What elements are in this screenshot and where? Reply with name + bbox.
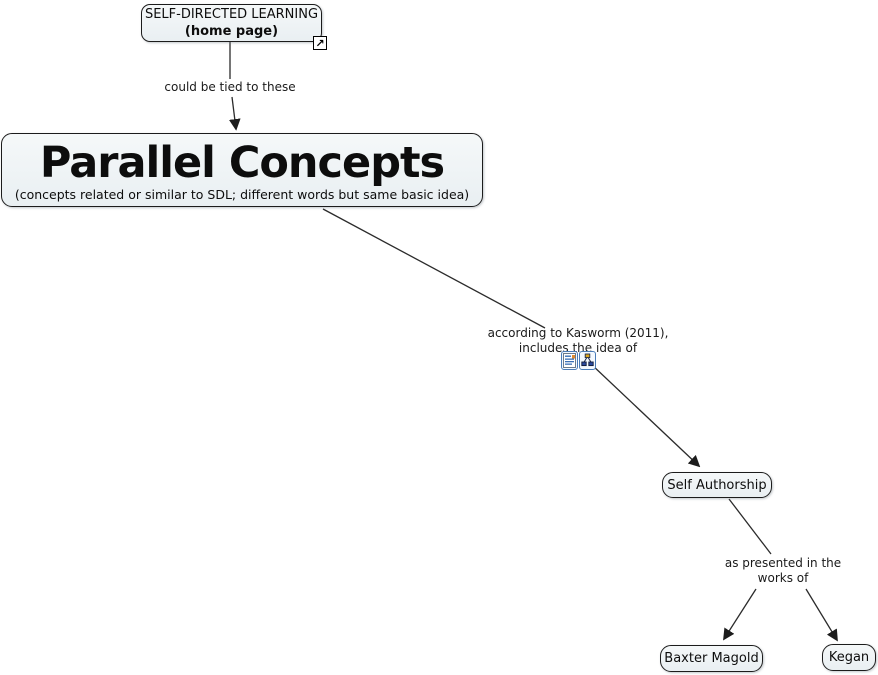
concept-node-baxter-magold[interactable]: Baxter Magold [660,645,763,672]
concept-map-glyph [581,353,594,367]
linking-phrase-line: as presented in the [724,556,842,570]
node-label: Kegan [828,650,870,665]
linking-phrase-could-be-tied[interactable]: could be tied to these [164,80,296,94]
document-resource-icon[interactable] [561,351,578,370]
node-subtitle: (home page) [184,24,279,39]
attached-resources [561,351,596,370]
concept-node-kegan[interactable]: Kegan [822,644,876,671]
node-title: SELF-DIRECTED LEARNING [144,7,319,22]
document-glyph [563,353,576,368]
edge-kasworm-to-selfauth [590,363,701,468]
linking-phrase-line: works of [757,571,809,585]
node-label: Self Authorship [667,477,767,493]
concept-node-sdl-home[interactable]: SELF-DIRECTED LEARNING (home page) [141,4,322,42]
linking-phrase-line: according to Kasworm (2011), [487,326,669,340]
concept-node-self-authorship[interactable]: Self Authorship [662,472,772,498]
node-subtitle: (concepts related or similar to SDL; dif… [14,186,470,202]
edge-works-to-kegan [805,588,838,642]
hyperlink-icon[interactable]: ↗ [313,36,327,50]
linking-phrase-kasworm[interactable]: according to Kasworm (2011), includes th… [488,326,669,356]
concept-map-resource-icon[interactable] [579,351,596,370]
node-title: Parallel Concepts [39,137,445,188]
linking-phrase-line: includes the idea of [518,341,638,355]
arrow-up-right-glyph: ↗ [315,36,325,50]
node-label: Baxter Magold [664,651,759,666]
edge-selfauth-to-works [728,498,772,555]
edge-works-to-baxter [723,588,757,641]
edge-parallel-to-kasworm [322,208,546,329]
concept-node-parallel-concepts[interactable]: Parallel Concepts (concepts related or s… [1,133,483,207]
edge-label-to-parallel [228,96,241,131]
linking-phrase-works-of[interactable]: as presented in the works of [725,556,841,586]
